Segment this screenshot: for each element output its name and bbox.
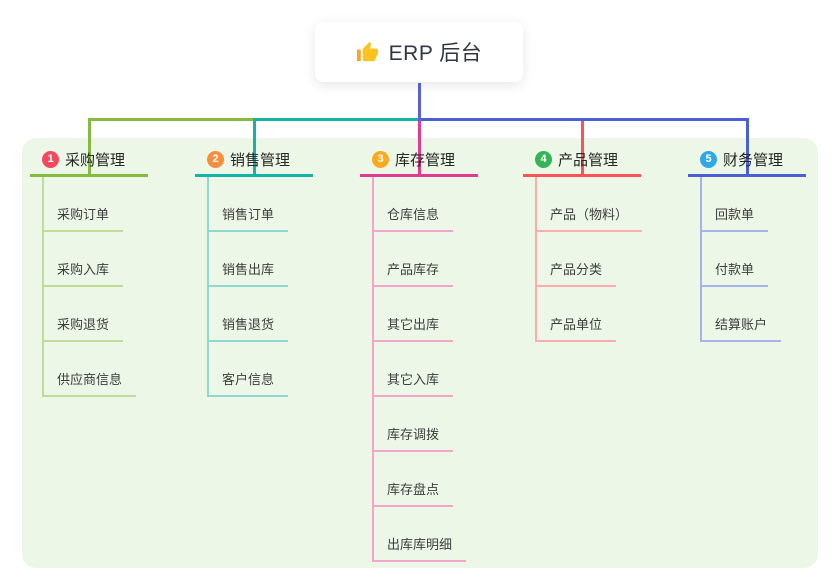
child-node[interactable]: 库存盘点 [372,479,454,507]
branch-spine-line [535,177,537,341]
child-node[interactable]: 采购订单 [42,204,124,232]
branch-children: 回款单付款单结算账户 [700,177,806,342]
root-connector-line [418,83,421,121]
branch: 4 产品管理 产品（物料） 产品分类产品单位 [523,145,643,342]
child-node[interactable]: 仓库信息 [372,204,454,232]
child-node[interactable]: 其它出库 [372,314,454,342]
child-node[interactable]: 销售订单 [207,204,289,232]
branch-children: 仓库信息产品库存其它出库其它入库库存调拨库存盘点出库库明细 [372,177,478,562]
branch-label: 库存管理 [395,152,456,169]
child-node[interactable]: 其它入库 [372,369,454,397]
child-row: 采购退货 [42,287,148,342]
child-row: 仓库信息 [372,177,478,232]
child-row: 库存盘点 [372,452,478,507]
branch-node[interactable]: 1 采购管理 [30,145,148,177]
bus-segment [253,118,418,121]
branch-drop-line [418,121,421,177]
child-row: 库存调拨 [372,397,478,452]
child-row: 回款单 [700,177,806,232]
root-title: ERP 后台 [388,42,483,65]
branch: 1 采购管理 采购订单采购入库采购退货供应商信息 [30,145,148,397]
child-node[interactable]: 付款单 [700,259,769,287]
child-row: 供应商信息 [42,342,148,397]
child-row: 产品（物料） [535,177,643,232]
branch-label: 采购管理 [65,152,126,169]
branch-number-badge: 4 [535,151,552,168]
branch-spine-line [207,177,209,396]
branch-drop-line [581,118,584,177]
child-row: 销售订单 [207,177,313,232]
branch: 5 财务管理 回款单付款单结算账户 [688,145,806,342]
child-node[interactable]: 客户信息 [207,369,289,397]
thumbs-up-icon [356,41,378,61]
bus-segment [418,118,749,121]
mindmap-background-panel [22,138,818,568]
branch-spine-line [42,177,44,396]
branch-node[interactable]: 2 销售管理 [195,145,313,177]
child-node[interactable]: 产品（物料） [535,204,643,232]
branch-number-badge: 1 [42,151,59,168]
branch-label: 财务管理 [723,152,784,169]
branch-label: 产品管理 [558,152,619,169]
child-node[interactable]: 采购入库 [42,259,124,287]
branch: 3 库存管理 仓库信息产品库存其它出库其它入库库存调拨库存盘点出库库明细 [360,145,478,562]
branch-spine-line [700,177,702,341]
child-node[interactable]: 产品分类 [535,259,617,287]
child-node[interactable]: 采购退货 [42,314,124,342]
bus-segment [88,118,253,121]
branch-node[interactable]: 4 产品管理 [523,145,641,177]
child-row: 产品分类 [535,232,641,287]
child-node[interactable]: 供应商信息 [42,369,137,397]
child-node[interactable]: 产品单位 [535,314,617,342]
child-row: 销售出库 [207,232,313,287]
child-row: 产品单位 [535,287,641,342]
root-node[interactable]: ERP 后台 [315,22,523,82]
branch-number-badge: 5 [700,151,717,168]
child-row: 销售退货 [207,287,313,342]
branch-node[interactable]: 5 财务管理 [688,145,806,177]
child-node[interactable]: 回款单 [700,204,769,232]
child-row: 结算账户 [700,287,806,342]
branch-spine-line [372,177,374,561]
child-row: 其它入库 [372,342,478,397]
branch-drop-line [253,118,256,177]
child-row: 付款单 [700,232,806,287]
child-row: 其它出库 [372,287,478,342]
child-row: 采购入库 [42,232,148,287]
child-row: 客户信息 [207,342,313,397]
child-row: 采购订单 [42,177,148,232]
child-row: 产品库存 [372,232,478,287]
child-node[interactable]: 销售出库 [207,259,289,287]
child-node[interactable]: 出库库明细 [372,534,467,562]
branch-node[interactable]: 3 库存管理 [360,145,478,177]
child-node[interactable]: 库存调拨 [372,424,454,452]
branch-number-badge: 2 [207,151,224,168]
branch-children: 采购订单采购入库采购退货供应商信息 [42,177,148,397]
child-node[interactable]: 销售退货 [207,314,289,342]
child-node[interactable]: 产品库存 [372,259,454,287]
branch-drop-line [88,118,91,177]
branch-children: 产品（物料） 产品分类产品单位 [535,177,643,342]
branch: 2 销售管理 销售订单销售出库销售退货客户信息 [195,145,313,397]
branch-number-badge: 3 [372,151,389,168]
child-row: 出库库明细 [372,507,478,562]
branch-children: 销售订单销售出库销售退货客户信息 [207,177,313,397]
child-node[interactable]: 结算账户 [700,314,782,342]
branch-drop-line [746,118,749,177]
branch-label: 销售管理 [230,152,291,169]
